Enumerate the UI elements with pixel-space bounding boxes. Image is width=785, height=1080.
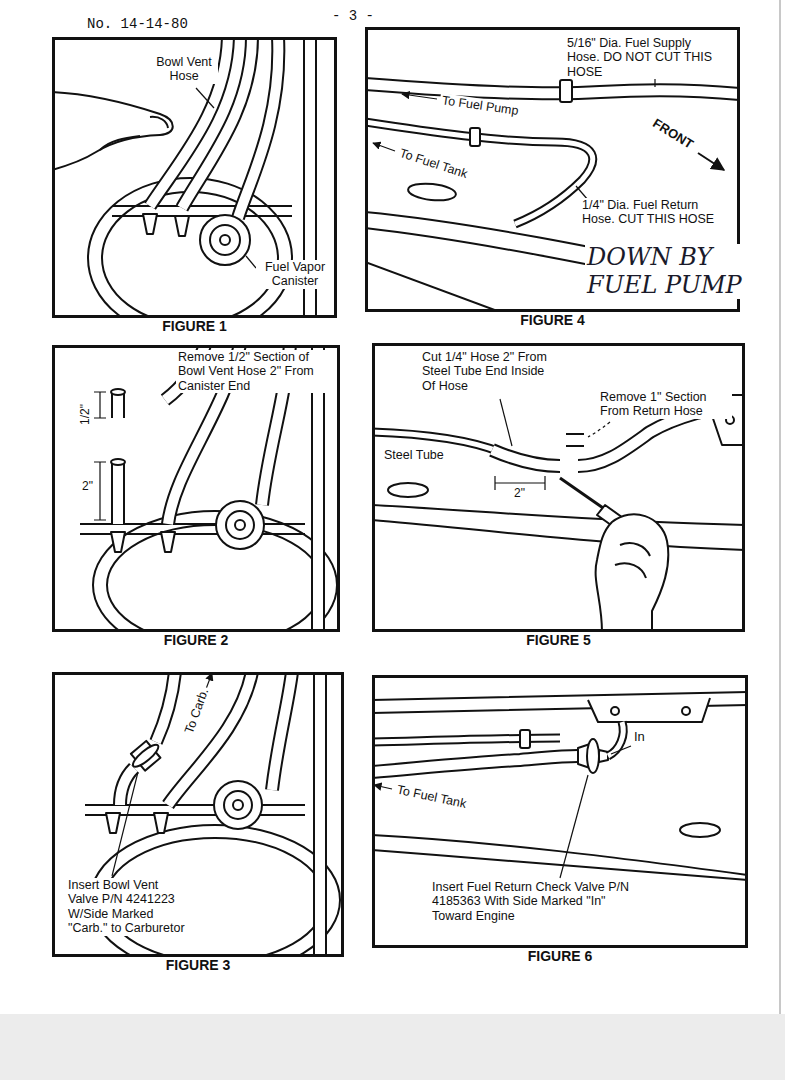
instruction-note: 5/16" Dia. Fuel Supply Hose. DO NOT CUT … <box>565 36 729 79</box>
part-label: Fuel Vapor Canister <box>256 260 334 289</box>
part-label: Steel Tube <box>382 448 446 462</box>
scan-edge <box>779 0 781 1014</box>
instruction-note: Remove 1/2" Section of Bowl Vent Hose 2"… <box>176 350 336 393</box>
figure-caption: FIGURE 4 <box>368 313 737 328</box>
return-hose-cut-figure <box>372 395 745 632</box>
figure-caption: FIGURE 2 <box>55 633 337 648</box>
direction-label: FRONT <box>648 115 697 154</box>
dimension-label: 2" <box>512 487 527 501</box>
direction-label: To Fuel Tank <box>396 145 471 182</box>
figure-caption: FIGURE 1 <box>55 319 334 334</box>
instruction-note: Insert Bowl Vent Valve P/N 4241223 W/Sid… <box>66 878 194 936</box>
direction-label: To Fuel Pump <box>439 93 521 119</box>
dimension-label: 2" <box>80 480 95 494</box>
figure-caption: FIGURE 3 <box>55 958 341 973</box>
figure-caption: FIGURE 5 <box>375 633 742 648</box>
figure-caption: FIGURE 6 <box>375 949 745 964</box>
instruction-note: Remove 1" Section From Return Hose <box>598 390 732 419</box>
vent-hose-cut-figure <box>80 345 337 632</box>
page-number: - 3 - <box>330 8 394 24</box>
direction-label: To Carb. <box>181 685 212 738</box>
instruction-note: Cut 1/4" Hose 2" From Steel Tube End Ins… <box>420 350 552 393</box>
check-valve-figure <box>372 692 748 880</box>
part-label: In <box>632 730 647 745</box>
part-label: Bowl Vent Hose <box>150 55 218 84</box>
document-number: No. 14-14-80 <box>85 16 229 32</box>
instruction-note: 1/4" Dia. Fuel Return Hose. CUT THIS HOS… <box>580 198 736 227</box>
direction-label: To Fuel Tank <box>394 782 470 812</box>
dimension-label: 1/2" <box>79 402 93 427</box>
instruction-note: Insert Fuel Return Check Valve P/N 41853… <box>430 880 639 923</box>
scan-margin <box>0 1014 785 1080</box>
handwritten-note: DOWN BY FUEL PUMP <box>585 244 761 299</box>
